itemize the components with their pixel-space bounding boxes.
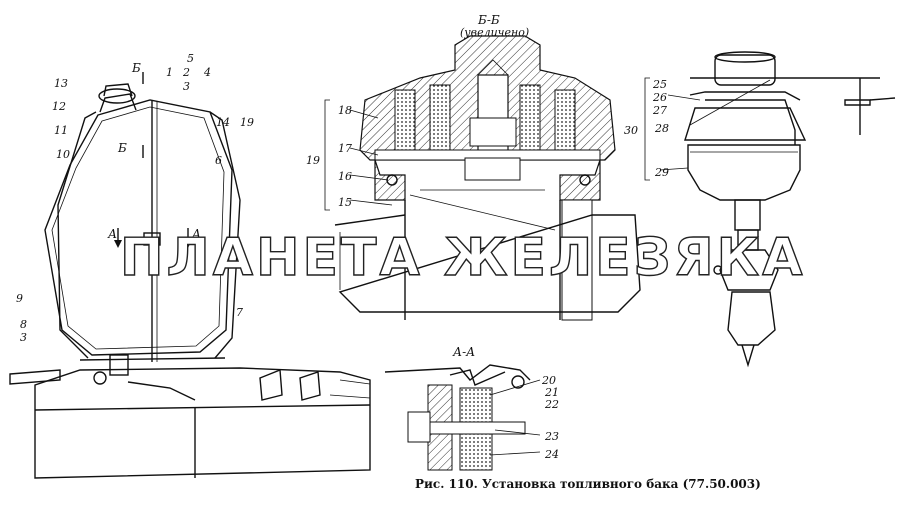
label-19-left: 19 (240, 116, 254, 129)
section-bb-note: (увеличено) (460, 26, 529, 39)
label-3: 3 (183, 80, 190, 93)
section-mark-b-bottom: Б (117, 141, 127, 155)
label-20: 20 (541, 374, 556, 387)
label-26: 26 (652, 91, 667, 104)
label-21: 21 (544, 386, 559, 399)
label-25: 25 (652, 78, 667, 91)
label-16: 16 (338, 170, 352, 183)
part-labels: 1 2 3 4 5 6 7 8 3 9 10 11 12 13 14 19 15… (16, 52, 669, 461)
label-1: 1 (166, 66, 173, 79)
watermark: ПЛАНЕТА ЖЕЛЕЗЯКА (120, 228, 805, 288)
section-mark-a-right: А (191, 227, 201, 241)
label-30: 30 (624, 124, 638, 137)
section-bb-view (324, 35, 641, 321)
label-12: 12 (52, 100, 66, 113)
section-mark-b-top: Б (131, 61, 141, 75)
section-aa-view (384, 364, 541, 471)
label-28: 28 (654, 122, 669, 135)
label-27: 27 (652, 104, 667, 117)
label-2: 2 (182, 66, 190, 79)
label-8: 8 (20, 318, 27, 331)
label-29: 29 (654, 166, 669, 179)
section-mark-a-left: А (107, 227, 117, 241)
label-4: 4 (203, 66, 211, 79)
label-14: 14 (216, 116, 230, 129)
section-marks: Б-Б (увеличено) А-А Б Б А А (107, 13, 529, 359)
label-15: 15 (338, 196, 352, 209)
figure-caption: Рис. 110. Установка топливного бака (77.… (415, 477, 761, 491)
label-3-bottom: 3 (20, 331, 27, 344)
label-24: 24 (544, 448, 559, 461)
label-23: 23 (544, 430, 559, 443)
section-aa-title: А-А (452, 345, 475, 359)
section-bb-title: Б-Б (477, 13, 500, 27)
label-10: 10 (56, 148, 70, 161)
label-6: 6 (215, 154, 222, 167)
label-18: 18 (338, 104, 352, 117)
label-5: 5 (187, 52, 194, 65)
label-22: 22 (544, 398, 559, 411)
label-19-center: 19 (306, 154, 320, 167)
label-13: 13 (54, 77, 68, 90)
label-17: 17 (338, 142, 352, 155)
label-9: 9 (16, 292, 23, 305)
air-filter-view (644, 51, 896, 368)
tank-side-view (9, 72, 371, 479)
label-7: 7 (236, 306, 243, 319)
label-11: 11 (54, 124, 68, 137)
